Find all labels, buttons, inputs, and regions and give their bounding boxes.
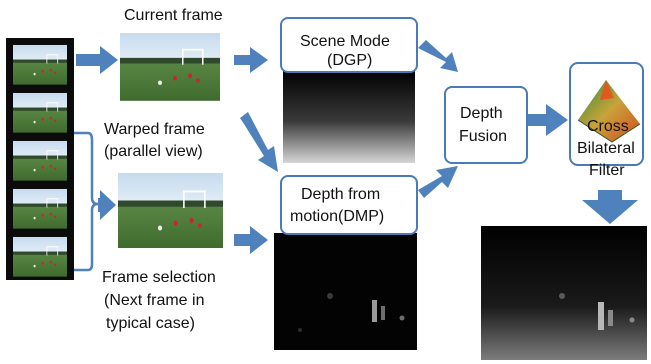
surface-plot-icon — [569, 62, 644, 166]
depth-fusion-box — [444, 86, 528, 164]
film-frame — [13, 237, 67, 277]
arrow-film-to-current — [76, 46, 118, 74]
arrow-dmp-to-fusion — [418, 166, 458, 198]
depth-fusion-line2: Fusion — [459, 128, 508, 145]
dmp-subtitle: motion(DMP) — [290, 208, 385, 225]
bracket-connector — [74, 131, 99, 272]
dmp-title: Depth from — [301, 186, 381, 203]
arrow-warped-to-dmp — [240, 112, 278, 172]
frame-selection-sublabel-1: (Next frame in — [104, 292, 205, 309]
film-strip-icon — [6, 38, 74, 280]
dgp-depth-image — [283, 70, 415, 163]
filter-line3: Filter — [589, 162, 625, 179]
filter-line1: Cross — [587, 118, 629, 135]
film-frame — [13, 45, 67, 85]
arrow-current-to-scene — [234, 47, 268, 73]
arrow-fusion-to-filter — [527, 104, 568, 136]
arrow-scene-to-fusion — [418, 40, 458, 72]
fused-depth-image — [481, 226, 647, 360]
scene-mode-title: Scene Mode — [300, 33, 390, 50]
film-frame — [13, 93, 67, 133]
next-frame-image — [118, 173, 223, 248]
arrow-next-to-dmp — [234, 226, 268, 254]
frame-selection-sublabel-2: typical case) — [106, 315, 195, 332]
current-frame-label: Current frame — [124, 7, 223, 24]
scene-mode-subtitle: (DGP) — [327, 52, 373, 69]
arrow-filter-down — [582, 190, 638, 224]
warped-frame-label: Warped frame — [104, 121, 205, 138]
dmp-box — [280, 175, 418, 235]
frame-selection-label: Frame selection — [102, 269, 216, 286]
warped-frame-sublabel: (parallel view) — [104, 143, 203, 160]
scene-mode-box — [280, 17, 418, 73]
depth-fusion-line1: Depth — [460, 105, 503, 122]
film-frame — [13, 141, 67, 181]
arrow-selection-to-next — [98, 190, 116, 220]
current-frame-image — [120, 33, 220, 101]
dmp-depth-image — [274, 233, 417, 350]
film-frame — [13, 189, 67, 229]
filter-line2: Bilateral — [577, 140, 635, 157]
arrows — [76, 40, 638, 254]
